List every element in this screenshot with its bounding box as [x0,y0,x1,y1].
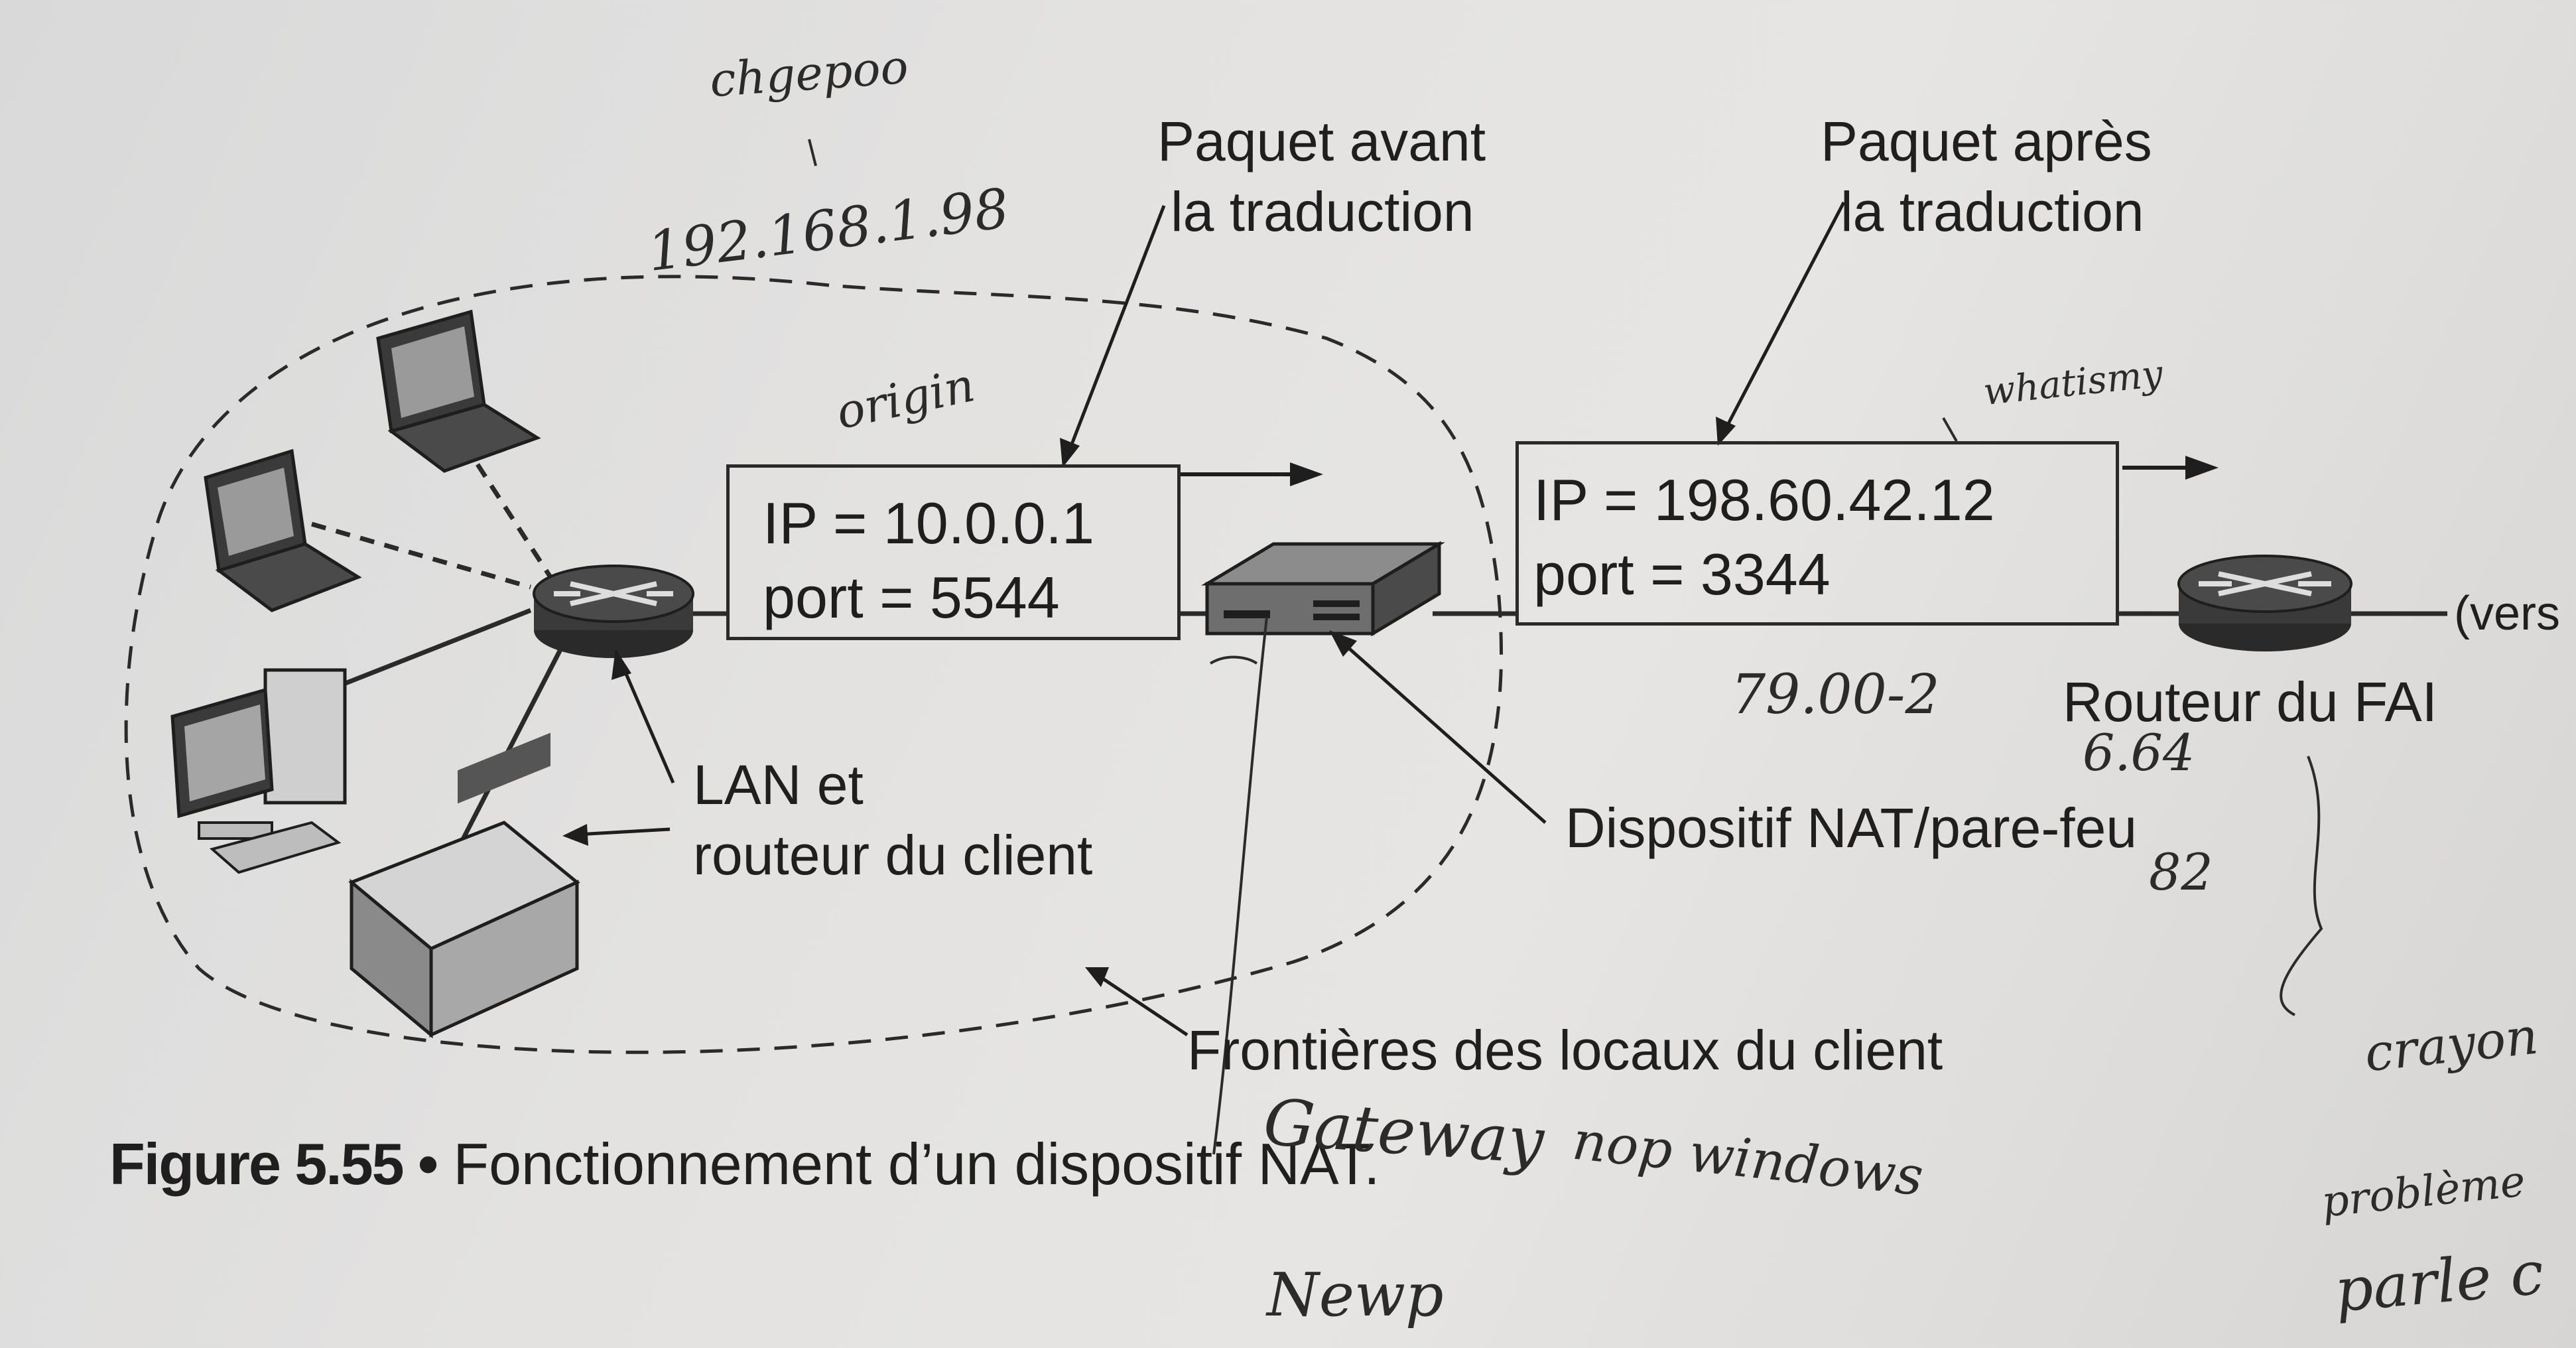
label-isp-router: Routeur du FAI [2063,671,2437,733]
handwritten-note: 82 [2149,842,2213,902]
label-line: LAN et [693,754,864,816]
packet-before-ip: IP = 10.0.0.1 [763,490,1094,556]
client-premises-boundary [124,275,1504,1054]
figure-caption: Figure 5.55 • Fonctionnement d’un dispos… [109,1128,1380,1201]
packet-after-ip: IP = 198.60.42.12 [1533,467,1995,533]
figure-number: Figure 5.55 • [109,1131,438,1197]
nat-firewall-device-icon [1200,541,1446,637]
label-line: Paquet après [1821,110,2152,172]
handwritten-strokes [808,139,2323,1155]
link-printer [448,629,573,864]
label-client-premises-boundary: Frontières des locaux du client [1187,1019,1943,1081]
label-vers: (vers l' [2454,587,2576,640]
label-line: la traduction [1840,180,2144,243]
packet-direction-arrow [2122,456,2219,480]
label-packet-before: Paquet avant la traduction [1157,106,1486,247]
packet-after-box: IP = 198.60.42.12 port = 3344 [1515,441,2119,626]
isp-router-icon [2177,555,2352,651]
packet-before-box: IP = 10.0.0.1 port = 5544 [726,464,1181,640]
client-router-icon [533,565,694,658]
label-line: routeur du client [693,824,1093,886]
packet-before-port: port = 5544 [763,565,1060,630]
link-laptop-top [476,463,552,578]
label-packet-after: Paquet après la traduction [1821,106,2152,247]
desktop-computer-icon [170,668,347,874]
callout-arrowhead [562,417,1736,987]
printer-icon [348,732,580,1039]
packet-direction-arrow [1181,462,1323,486]
handwritten-note: 79.00-2 [1731,663,1940,726]
link-desktop [310,608,532,699]
callout-arrow [576,201,1846,1037]
label-nat-device: Dispositif NAT/pare-feu [1565,797,2138,859]
packet-after-port: port = 3344 [1533,541,1831,607]
laptop-icon [204,448,362,612]
label-line: la traduction [1171,180,1474,243]
label-lan-client-router: LAN et routeur du client [693,750,1092,890]
handwritten-note: 6.64 [2083,723,2195,782]
laptop-icon [376,309,541,473]
figure-caption-text: Fonctionnement d’un dispositif NAT. [453,1131,1380,1197]
label-line: Paquet avant [1157,110,1486,172]
handwritten-note: Newp [1267,1260,1444,1330]
link-laptop-left [311,521,531,590]
